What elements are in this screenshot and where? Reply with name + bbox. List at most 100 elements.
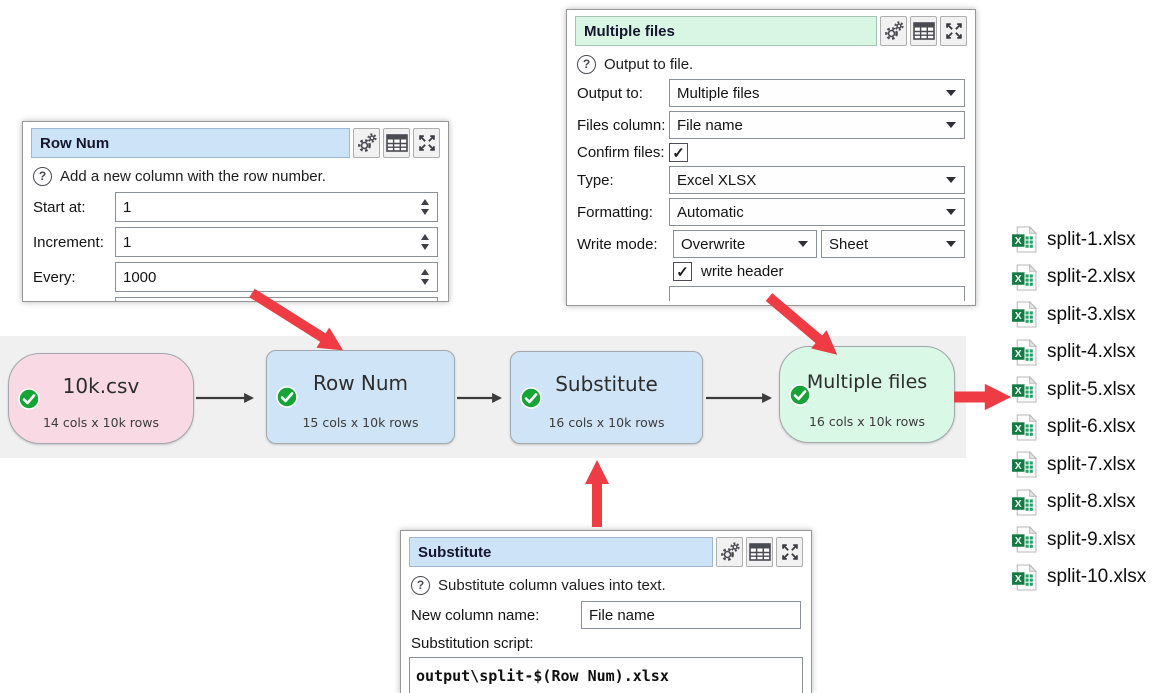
node-multiple-files[interactable]: Multiple files 16 cols x 10k rows [779,346,955,443]
table-view-button[interactable] [746,537,773,567]
gear-icon [720,542,740,561]
increment-value: 1 [123,233,132,251]
file-name: split-2.xlsx [1047,266,1136,287]
help-icon[interactable]: ? [33,166,52,186]
table-icon [912,22,935,40]
output-to-value: Multiple files [677,84,760,102]
start-at-value: 1 [123,198,132,216]
check-circle-icon [789,383,811,406]
every-input[interactable]: 1000 [115,262,438,292]
svg-text:X: X [1015,349,1022,360]
check-circle-icon [18,387,40,410]
node-subtitle: 16 cols x 10k rows [548,415,665,430]
expand-button[interactable] [940,16,967,46]
excel-file-icon: X [1012,376,1037,403]
write-mode-sheet-dropdown[interactable]: Sheet [821,230,965,258]
svg-text:X: X [1015,574,1022,585]
output-file-item[interactable]: X split-1.xlsx [1012,226,1146,253]
chevron-down-icon [946,122,956,128]
substitution-script-label: Substitution script: [411,635,534,652]
svg-text:X: X [1015,461,1022,472]
formatting-dropdown[interactable]: Automatic [669,198,965,226]
substitution-script-input[interactable]: output\split-$(Row Num).xlsx [409,657,803,693]
settings-gear-button[interactable] [353,128,380,158]
confirm-files-checkbox[interactable]: ✓ [669,143,688,162]
table-icon [385,134,408,152]
chevron-down-icon [946,241,956,247]
excel-file-icon: X [1012,451,1037,478]
svg-text:X: X [1015,386,1022,397]
output-file-item[interactable]: X split-3.xlsx [1012,301,1146,328]
type-dropdown[interactable]: Excel XLSX [669,166,965,194]
excel-file-icon: X [1012,413,1037,440]
files-column-label: Files column: [577,116,666,134]
write-header-checkbox[interactable]: ✓ [673,262,692,281]
table-view-button[interactable] [383,128,410,158]
output-to-label: Output to: [577,84,643,102]
row-num-settings-panel: Row Num ? Add a [22,121,449,302]
node-subtitle: 15 cols x 10k rows [302,415,419,430]
help-icon[interactable]: ? [577,54,596,74]
gear-icon [357,133,377,152]
svg-text:X: X [1015,424,1022,435]
output-file-item[interactable]: X split-5.xlsx [1012,376,1146,403]
new-column-name-input[interactable]: File name [581,601,801,629]
excel-file-icon: X [1012,488,1037,515]
panel-help-text: Add a new column with the row number. [60,167,326,185]
file-name: split-4.xlsx [1047,341,1136,362]
output-file-item[interactable]: X split-10.xlsx [1012,563,1146,591]
chevron-down-icon [798,241,808,247]
expand-button[interactable] [776,537,803,567]
up-down-arrows-icon[interactable] [415,234,437,250]
write-mode-label: Write mode: [577,235,658,253]
type-label: Type: [577,171,614,189]
settings-gear-button[interactable] [880,16,907,46]
type-value: Excel XLSX [677,171,757,189]
panel-title: Multiple files [575,16,877,46]
output-file-item[interactable]: X split-8.xlsx [1012,488,1146,516]
node-substitute[interactable]: Substitute 16 cols x 10k rows [510,351,703,444]
node-10k-csv[interactable]: 10k.csv 14 cols x 10k rows [8,353,194,444]
excel-file-icon: X [1012,301,1037,328]
up-down-arrows-icon[interactable] [415,199,437,215]
node-title: Multiple files [806,371,928,393]
output-file-list: X split-1.xlsx X split-2.xlsx X split-3.… [1012,226,1146,601]
multiple-files-settings-panel: Multiple files ? [566,9,976,306]
output-file-item[interactable]: X split-2.xlsx [1012,263,1146,291]
chevron-down-icon [946,177,956,183]
node-row-num[interactable]: Row Num 15 cols x 10k rows [266,350,455,444]
every-label: Every: [33,268,76,286]
table-icon [748,543,771,561]
every-value: 1000 [123,268,157,286]
files-column-value: File name [677,116,743,134]
svg-text:X: X [1015,536,1022,547]
output-file-item[interactable]: X split-7.xlsx [1012,451,1146,478]
new-column-name-label: New column name: [411,606,540,624]
up-down-arrows-icon[interactable] [415,269,437,285]
write-mode-dropdown[interactable]: Overwrite [673,230,817,258]
excel-file-icon: X [1012,563,1037,590]
file-name: split-5.xlsx [1047,378,1136,400]
svg-text:X: X [1015,274,1022,285]
excel-file-icon: X [1012,263,1037,290]
formatting-label: Formatting: [577,203,653,221]
start-at-label: Start at: [33,198,86,216]
increment-input[interactable]: 1 [115,227,438,257]
files-column-dropdown[interactable]: File name [669,111,965,139]
file-name: split-6.xlsx [1047,416,1136,437]
chevron-down-icon [946,209,956,215]
expand-button[interactable] [413,128,440,158]
panel-help-text: Output to file. [604,55,694,73]
output-to-dropdown[interactable]: Multiple files [669,79,965,107]
help-icon[interactable]: ? [411,575,430,595]
new-column-name-value: File name [589,606,655,624]
settings-gear-button[interactable] [716,537,743,567]
svg-text:X: X [1015,236,1022,247]
start-at-input[interactable]: 1 [115,192,438,222]
output-file-item[interactable]: X split-4.xlsx [1012,338,1146,366]
table-view-button[interactable] [910,16,937,46]
output-file-item[interactable]: X split-6.xlsx [1012,413,1146,441]
excel-file-icon: X [1012,338,1037,365]
output-file-item[interactable]: X split-9.xlsx [1012,526,1146,553]
